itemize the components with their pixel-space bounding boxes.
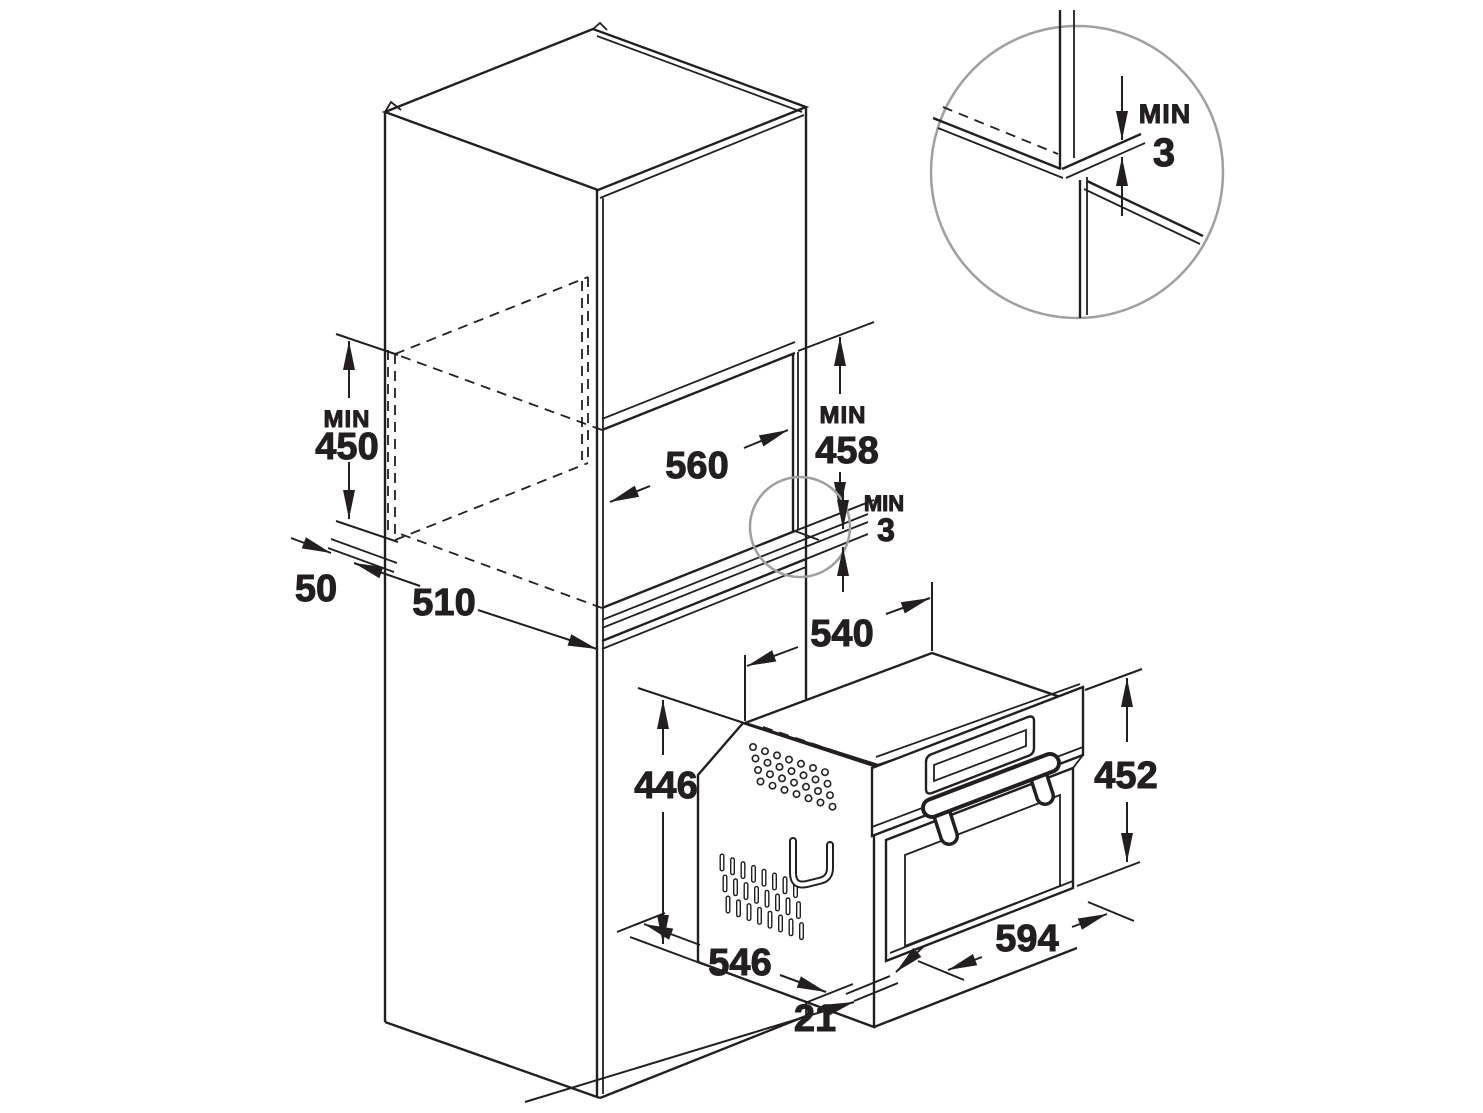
dim-label-min450-prefix: MIN — [324, 406, 371, 433]
dim-label-540: 540 — [810, 613, 873, 655]
oven-slot-vents — [719, 853, 804, 941]
dim-niche-depth: 510 — [353, 562, 598, 650]
dim-label-594: 594 — [995, 918, 1058, 960]
shelf-gap-detail-circle — [748, 475, 852, 579]
dim-label-min458-prefix: MIN — [820, 402, 867, 429]
dim-niche-width: 560 — [609, 429, 789, 503]
oven-door-window — [904, 793, 1061, 948]
tall-cabinet — [381, 21, 810, 1100]
dim-label-detail-min3-prefix: MIN — [1139, 99, 1192, 129]
dim-wall-clearance: 50 — [290, 537, 398, 611]
dim-label-560: 560 — [665, 445, 728, 487]
dim-oven-front-width: 594 — [917, 901, 1135, 981]
dim-label-min450: 450 — [315, 426, 378, 468]
oven-door — [884, 754, 1084, 963]
dim-label-452: 452 — [1094, 755, 1157, 797]
dim-oven-body-depth: 546 — [616, 912, 854, 1004]
dim-label-21: 21 — [794, 998, 836, 1040]
dim-label-min3-prefix: MIN — [864, 491, 904, 516]
dim-shelf-gap: MIN 3 — [748, 475, 905, 592]
oven — [696, 651, 1085, 1029]
niche-opening — [601, 341, 869, 650]
dim-label-510: 510 — [412, 582, 475, 624]
oven-dot-vents — [748, 742, 837, 811]
dim-niche-side-height: MIN 450 — [315, 333, 399, 543]
dim-niche-front-height: MIN 458 — [794, 321, 879, 532]
dim-oven-front-height: 452 — [1076, 668, 1158, 887]
dim-label-446: 446 — [634, 765, 697, 807]
gap-detail-magnified: MIN 3 — [929, 10, 1225, 320]
dim-door-protrusion: 21 — [524, 946, 924, 1103]
oven-display — [924, 715, 1036, 795]
dim-label-50: 50 — [295, 568, 337, 610]
niche-hidden-interior — [387, 276, 603, 609]
dim-label-min3: 3 — [877, 512, 895, 548]
dim-oven-body-height: 446 — [629, 687, 745, 964]
dim-label-detail-min3: 3 — [1153, 131, 1175, 175]
detail-circle — [929, 24, 1225, 320]
oven-side-wire-handle — [789, 837, 834, 889]
dim-label-min458: 458 — [815, 430, 878, 472]
oven-door-handle — [921, 752, 1061, 846]
dim-oven-top-depth: 540 — [744, 582, 933, 721]
dim-label-546: 546 — [708, 942, 771, 984]
